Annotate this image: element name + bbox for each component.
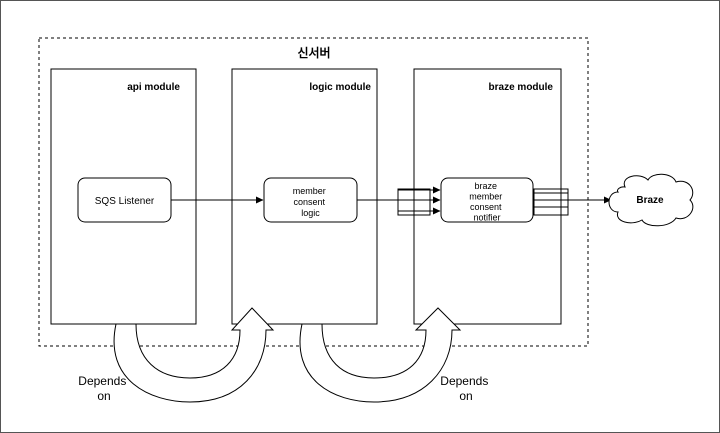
braze-notifier-line: consent [470, 202, 502, 212]
sqs-listener-label: SQS Listener [95, 196, 155, 207]
braze-module-inbound-port [397, 188, 431, 216]
depends-on-label-left: Depends on [78, 374, 129, 403]
braze-module-outbound-port [533, 188, 569, 216]
depends-on-line: on [97, 389, 110, 403]
depends-on-line: Depends [78, 374, 126, 388]
depends-on-label-right: Depends on [440, 374, 491, 403]
server-title: 신서버 [297, 45, 330, 60]
member-consent-logic-line: member [293, 186, 326, 196]
braze-notifier-line: member [469, 192, 502, 202]
member-consent-logic-label: member consent logic [293, 186, 329, 218]
depends-on-arrow-api-to-logic [113, 307, 275, 403]
braze-notifier-line: notifier [473, 213, 500, 223]
depends-on-arrow-logic-to-braze [299, 307, 462, 403]
braze-cloud-icon [608, 173, 694, 227]
member-consent-logic-line: consent [293, 197, 325, 207]
braze-cloud-label: Braze [636, 195, 664, 206]
server-boundary [38, 37, 589, 347]
braze-module-title: braze module [489, 82, 554, 93]
logic-module-title: logic module [309, 82, 371, 93]
depends-on-line: on [459, 389, 472, 403]
braze-member-consent-notifier-label: braze member consent notifier [469, 181, 505, 223]
member-consent-logic-line: logic [301, 208, 320, 218]
braze-notifier-line: braze [474, 181, 497, 191]
depends-on-line: Depends [440, 374, 488, 388]
api-module-title: api module [127, 82, 180, 93]
